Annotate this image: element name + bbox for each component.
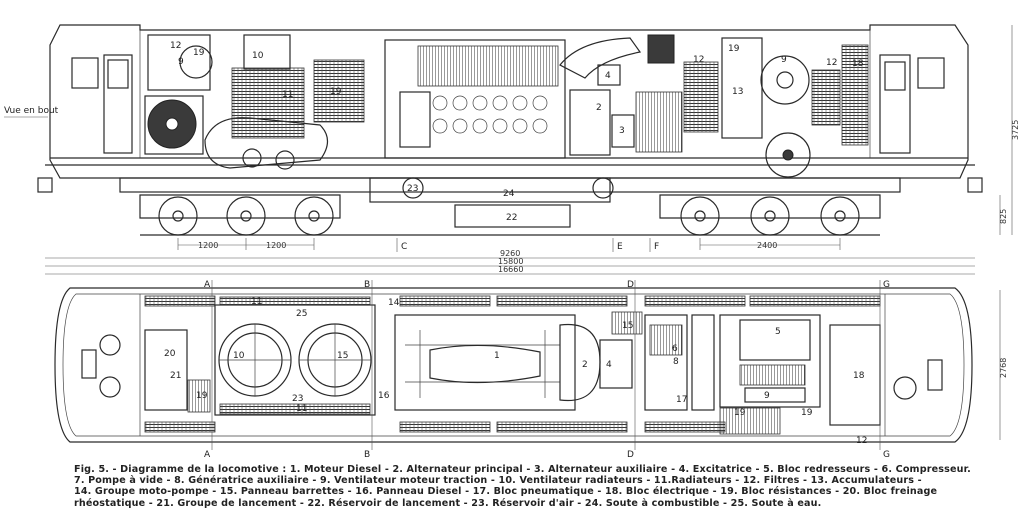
callout: 12 [856,436,867,446]
dim-bogie-2: 1200 [266,241,286,250]
callout: 10 [252,51,264,61]
callout: 11 [296,404,307,414]
section-marker: A [204,450,211,460]
callout: 11 [282,90,293,100]
callout: 18 [852,59,864,69]
section-marker: B [364,450,370,460]
section-marker: D [627,280,634,290]
dim-height-total: 3725 [1011,120,1020,140]
callout: 6 [672,344,678,354]
callout: 19 [734,408,746,418]
caption-line: 14. Groupe moto-pompe - 15. Panneau barr… [74,486,938,498]
callout: 15 [337,351,348,361]
dim-length-body: 15800 [498,257,523,266]
callout: 2 [596,103,602,113]
plan-view [54,287,973,443]
caption-line: rhéostatique - 21. Groupe de lancement -… [74,497,822,509]
dim-height-buffer: 825 [999,209,1008,224]
callout: 9 [764,391,770,401]
callout: 12 [693,55,704,65]
figure-caption: Fig. 5. - Diagramme de la locomotive : 1… [74,464,1014,509]
callout: 10 [233,351,245,361]
section-marker: G [883,280,890,290]
section-marker: C [401,242,407,252]
callout: 4 [606,360,612,370]
section-marker: G [883,450,890,460]
dim-bogie-1: 1200 [198,241,218,250]
callout: 15 [622,321,633,331]
callout: 8 [673,357,679,367]
callout: 20 [164,349,176,359]
caption-line: 7. Pompe à vide - 8. Génératrice auxilia… [74,475,922,487]
callout: 19 [193,48,205,58]
callout: 14 [388,298,400,308]
callout: 9 [178,57,184,67]
side-callouts: 12 19 9 10 11 19 4 2 3 12 19 9 12 18 13 … [170,41,864,223]
callout: 4 [605,71,611,81]
callout: 19 [330,87,342,97]
callout: 17 [676,395,687,405]
dim-width-total: 2768 [999,358,1008,378]
callout: 23 [292,394,303,404]
callout: 25 [296,309,307,319]
callout: 21 [170,371,181,381]
side-dimensions [45,25,1013,275]
dim-length-pivots: 9260 [500,249,520,258]
section-marker: E [617,242,623,252]
section-marker: D [627,450,634,460]
caption-line: Fig. 5. - Diagramme de la locomotive : 1… [74,464,971,475]
callout: 13 [732,87,743,97]
view-label: Vue en bout [4,106,59,116]
callout: 9 [781,55,787,65]
plan-section-lines [211,280,1001,450]
callout: 24 [503,189,515,199]
callout: 5 [775,327,781,337]
callout: 2 [582,360,588,370]
callout: 22 [506,213,517,223]
dim-bogie-right: 2400 [757,241,777,250]
callout: 1 [494,351,500,361]
callout: 23 [407,184,418,194]
section-marker: B [364,280,370,290]
callout: 19 [196,391,208,401]
callout: 19 [801,408,813,418]
callout: 18 [853,371,865,381]
callout: 16 [378,391,390,401]
callout: 12 [826,58,837,68]
plan-callouts: 11 25 10 15 20 21 19 23 11 16 14 1 2 4 1… [164,297,867,446]
dim-length-overall: 16660 [498,265,523,274]
section-marker: A [204,280,211,290]
callout: 19 [728,44,740,54]
callout: 12 [170,41,181,51]
section-marker: F [654,242,659,252]
callout: 3 [619,126,625,136]
callout: 11 [251,297,262,307]
side-view [37,24,983,236]
